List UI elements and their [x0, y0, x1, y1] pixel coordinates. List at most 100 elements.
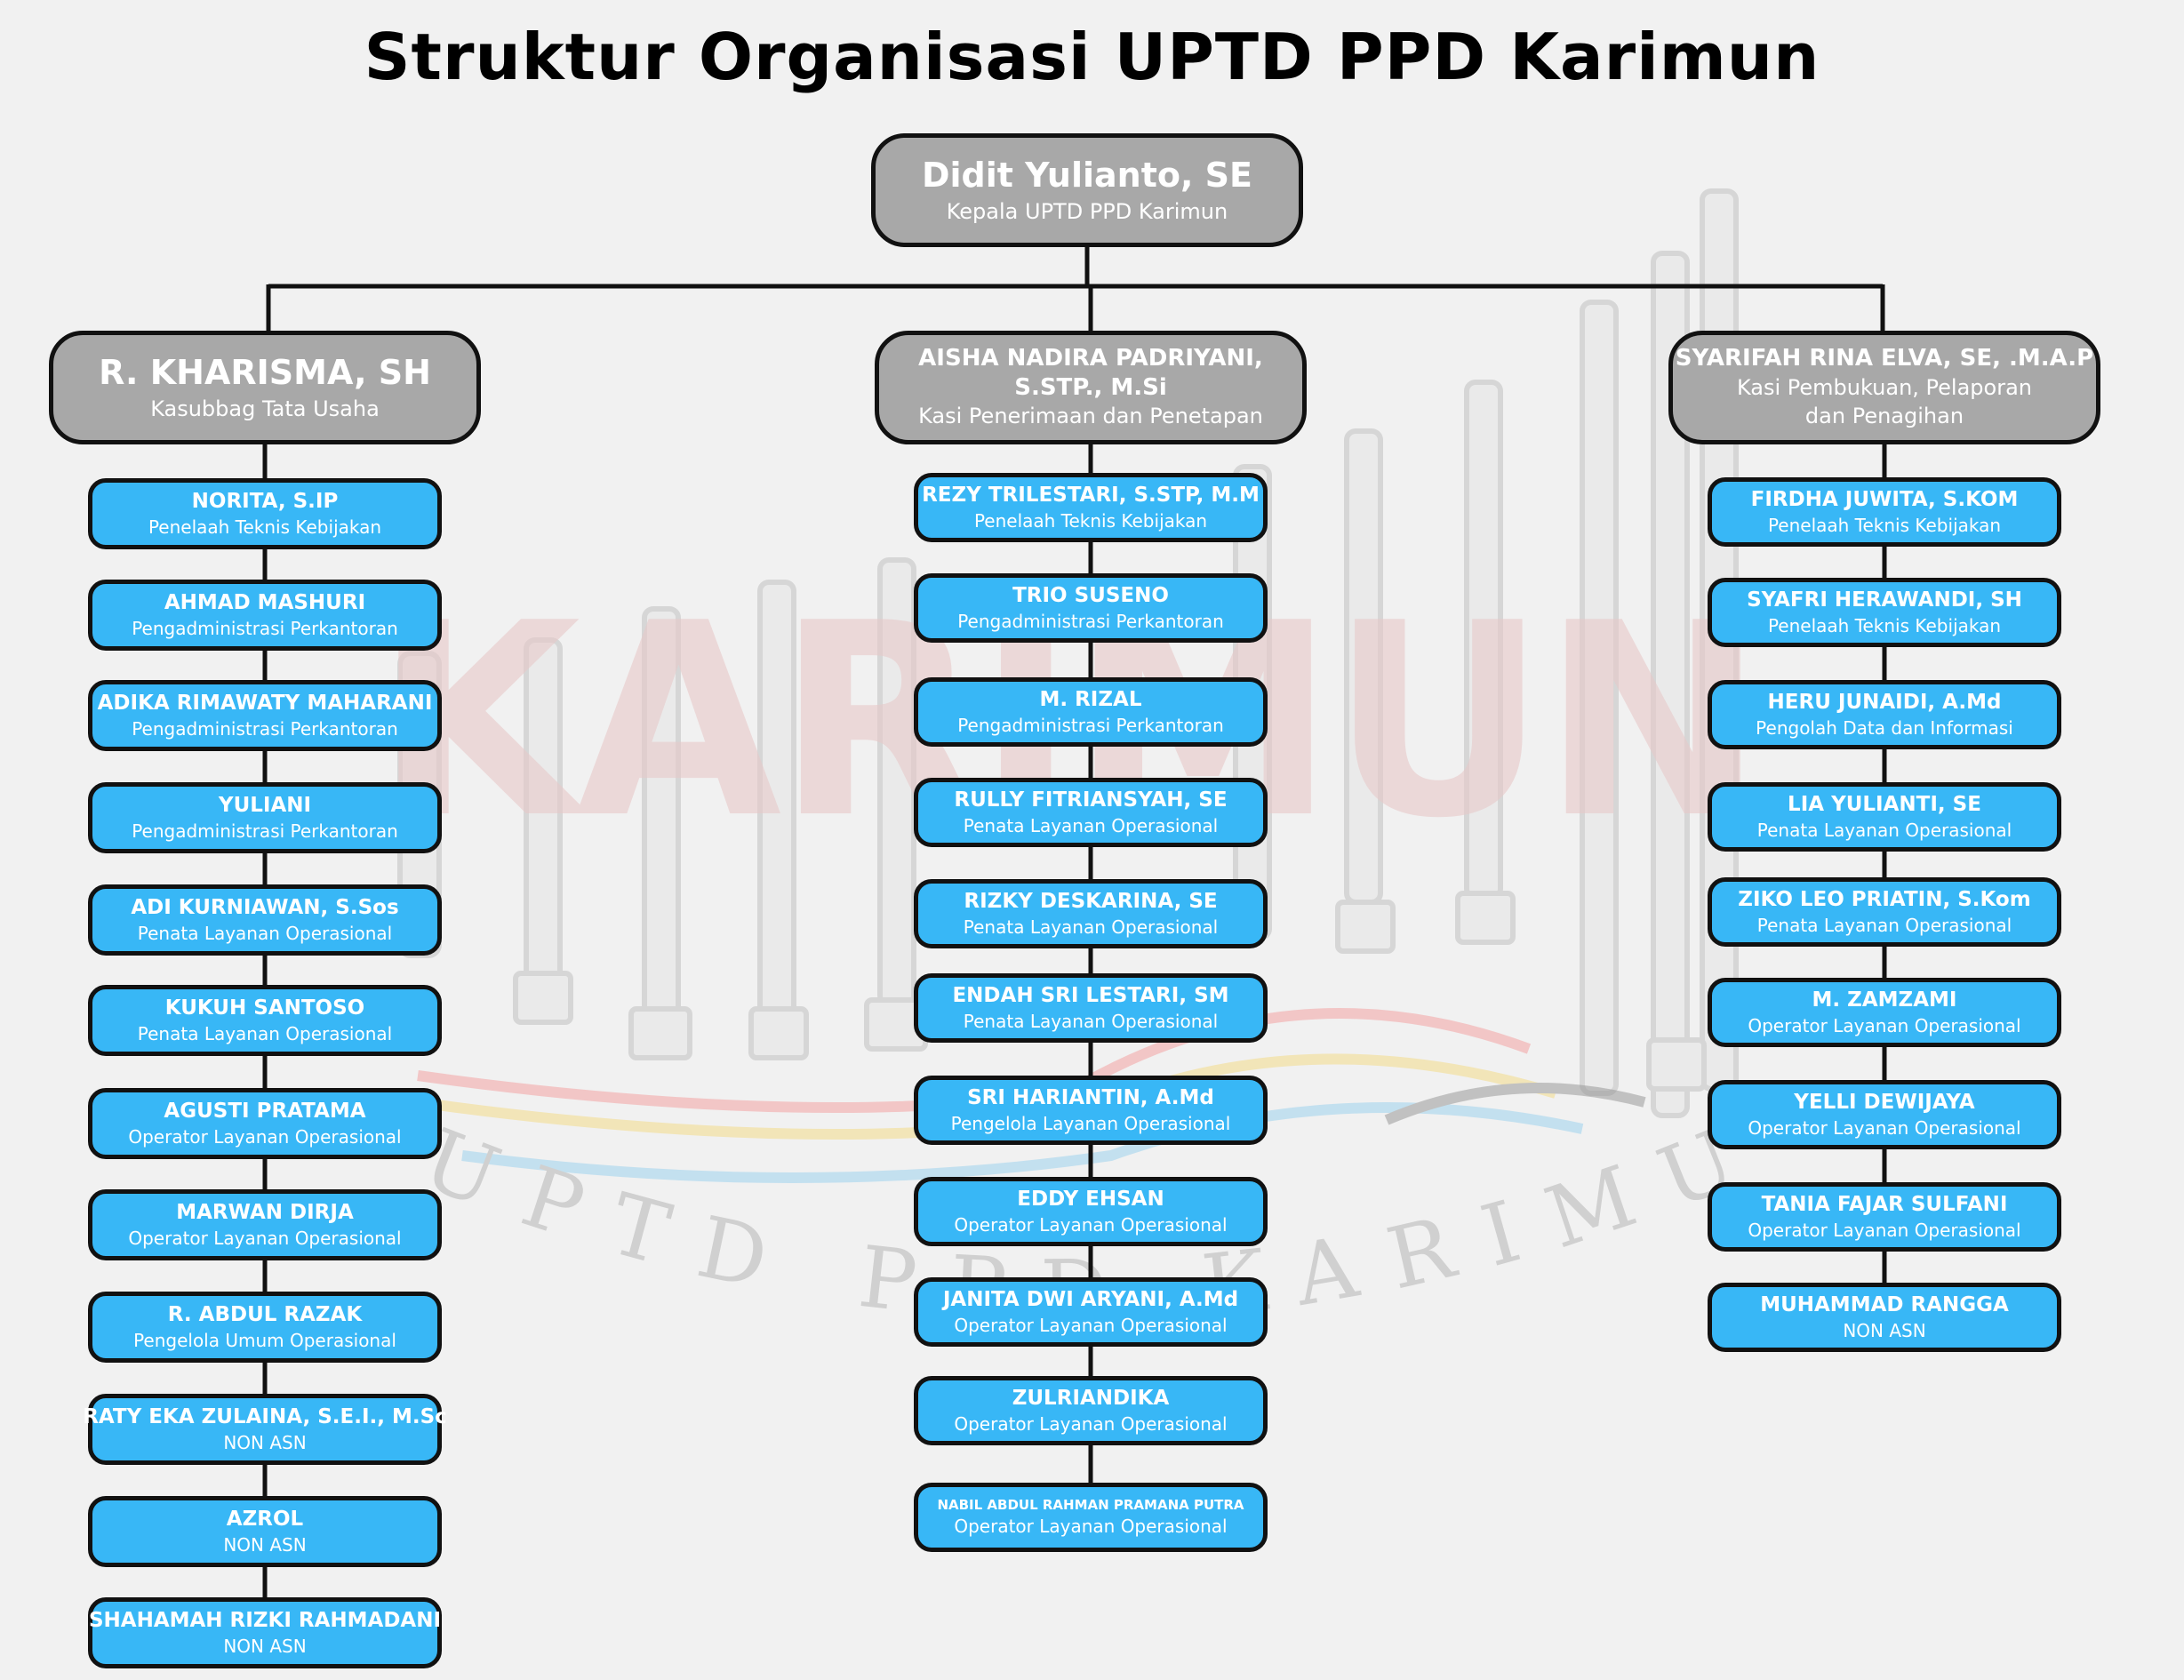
staff-name: FIRDHA JUWITA, S.KOM — [1751, 486, 2019, 514]
staff-name: REZY TRILESTARI, S.STP, M.M — [922, 482, 1260, 509]
staff-box: ZIKO LEO PRIATIN, S.KomPenata Layanan Op… — [1708, 877, 2061, 947]
staff-name: RATY EKA ZULAINA, S.E.I., M.Sc — [83, 1404, 447, 1431]
staff-name: MUHAMMAD RANGGA — [1760, 1292, 2009, 1319]
staff-name: ENDAH SRI LESTARI, SM — [952, 982, 1228, 1010]
staff-role: NON ASN — [223, 1533, 306, 1557]
staff-role: Penata Layanan Operasional — [1757, 819, 2012, 843]
staff-role: Pengadministrasi Perkantoran — [957, 610, 1224, 634]
staff-name: KUKUH SANTOSO — [165, 995, 364, 1022]
division-role: Kasi Pembukuan, Pelaporan dan Penagihan — [1737, 373, 2032, 431]
staff-name: JANITA DWI ARYANI, A.Md — [943, 1286, 1238, 1314]
staff-name: YELLI DEWIJAYA — [1794, 1089, 1974, 1116]
staff-box: ZULRIANDIKAOperator Layanan Operasional — [914, 1376, 1268, 1445]
staff-role: Penelaah Teknis Kebijakan — [1768, 614, 2001, 638]
staff-name: RIZKY DESKARINA, SE — [964, 888, 1217, 916]
division-box-penerimaan: AISHA NADIRA PADRIYANI, S.STP., M.Si Kas… — [875, 331, 1307, 444]
staff-role: Pengelola Umum Operasional — [133, 1329, 396, 1353]
staff-name: SYAFRI HERAWANDI, SH — [1747, 587, 2022, 614]
staff-role: Operator Layanan Operasional — [1748, 1014, 2020, 1038]
staff-name: EDDY EHSAN — [1017, 1186, 1164, 1213]
division-role: Kasubbag Tata Usaha — [150, 395, 380, 423]
staff-role: NON ASN — [223, 1431, 306, 1455]
staff-name: TANIA FAJAR SULFANI — [1762, 1191, 2008, 1219]
staff-name: AHMAD MASHURI — [164, 589, 365, 617]
staff-role: Operator Layanan Operasional — [954, 1515, 1227, 1539]
staff-role: Penata Layanan Operasional — [1757, 914, 2012, 938]
head-box: Didit Yulianto, SE Kepala UPTD PPD Karim… — [871, 133, 1303, 247]
staff-role: Penata Layanan Operasional — [964, 916, 1218, 940]
staff-name: HERU JUNAIDI, A.Md — [1768, 689, 2002, 716]
staff-role: Pengadministrasi Perkantoran — [957, 714, 1224, 738]
head-role: Kepala UPTD PPD Karimun — [947, 197, 1228, 226]
staff-name: SHAHAMAH RIZKI RAHMADANI — [89, 1607, 441, 1635]
head-name: Didit Yulianto, SE — [922, 155, 1252, 197]
staff-role: Operator Layanan Operasional — [954, 1213, 1227, 1237]
staff-name: ADI KURNIAWAN, S.Sos — [131, 894, 398, 922]
division-name: R. KHARISMA, SH — [99, 352, 431, 395]
staff-name: R. ABDUL RAZAK — [168, 1301, 362, 1329]
staff-role: Penata Layanan Operasional — [964, 814, 1218, 838]
staff-name: AZROL — [227, 1506, 303, 1533]
staff-role: Penata Layanan Operasional — [964, 1010, 1218, 1034]
staff-role: Operator Layanan Operasional — [954, 1314, 1227, 1338]
staff-role: Operator Layanan Operasional — [128, 1125, 401, 1149]
staff-role: Penelaah Teknis Kebijakan — [1768, 514, 2001, 538]
staff-name: M. RIZAL — [1039, 686, 1141, 714]
staff-role: Operator Layanan Operasional — [128, 1227, 401, 1251]
staff-name: MARWAN DIRJA — [176, 1199, 354, 1227]
staff-box: LIA YULIANTI, SEPenata Layanan Operasion… — [1708, 782, 2061, 852]
staff-role: Penata Layanan Operasional — [138, 1022, 392, 1046]
division-box-pembukuan: SYARIFAH RINA ELVA, SE, .M.A.P Kasi Pemb… — [1668, 331, 2100, 444]
staff-box: YULIANIPengadministrasi Perkantoran — [88, 782, 442, 853]
staff-name: RULLY FITRIANSYAH, SE — [954, 787, 1227, 814]
staff-role: Penata Layanan Operasional — [138, 922, 392, 946]
staff-role: NON ASN — [223, 1635, 306, 1659]
staff-role: NON ASN — [1843, 1319, 1925, 1343]
staff-name: M. ZAMZAMI — [1812, 987, 1957, 1014]
staff-name: TRIO SUSENO — [1012, 582, 1169, 610]
staff-box: ADIKA RIMAWATY MAHARANIPengadministrasi … — [88, 680, 442, 751]
division-name: SYARIFAH RINA ELVA, SE, .M.A.P — [1676, 344, 2093, 373]
staff-role: Pengelola Layanan Operasional — [951, 1112, 1231, 1136]
staff-name: NABIL ABDUL RAHMAN PRAMANA PUTRA — [937, 1496, 1244, 1514]
staff-name: NORITA, S.IP — [192, 488, 339, 516]
staff-role: Pengadministrasi Perkantoran — [132, 717, 398, 741]
staff-role: Operator Layanan Operasional — [1748, 1116, 2020, 1140]
division-name: AISHA NADIRA PADRIYANI, S.STP., M.Si — [918, 344, 1263, 402]
chart-title: Struktur Organisasi UPTD PPD Karimun — [0, 20, 2184, 94]
staff-role: Operator Layanan Operasional — [954, 1412, 1227, 1436]
staff-role: Operator Layanan Operasional — [1748, 1219, 2020, 1243]
staff-role: Penelaah Teknis Kebijakan — [148, 516, 381, 540]
staff-name: AGUSTI PRATAMA — [164, 1098, 365, 1125]
division-box-tata-usaha: R. KHARISMA, SH Kasubbag Tata Usaha — [49, 331, 481, 444]
staff-name: SRI HARIANTIN, A.Md — [967, 1084, 1214, 1112]
staff-role: Penelaah Teknis Kebijakan — [974, 509, 1207, 533]
